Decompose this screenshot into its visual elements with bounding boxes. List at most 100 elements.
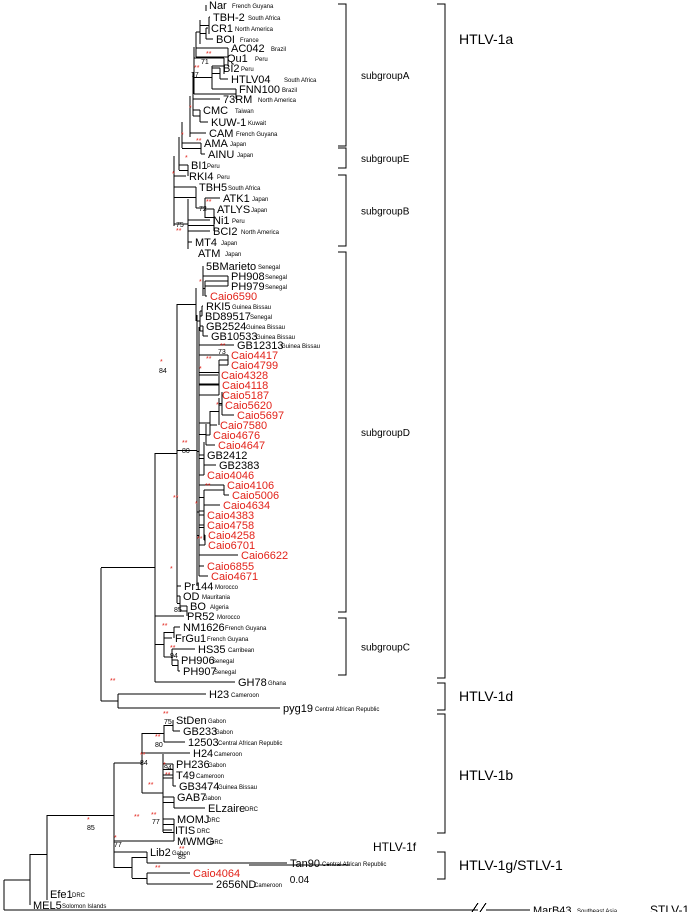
leaf-name: Caio4417 <box>231 350 278 362</box>
bootstrap-value: 84 <box>140 760 148 767</box>
leaf-name: HS35 <box>198 644 226 656</box>
support-asterisks: ** <box>196 138 202 145</box>
leaf-location: Taiwan <box>235 109 254 115</box>
leaf-location: Cameroon <box>254 883 282 889</box>
leaf-name: MEL5 <box>33 900 62 912</box>
bracket-line <box>338 251 347 613</box>
leaf-location: Gabon <box>203 796 221 802</box>
leaf-name: Caio4046 <box>207 470 254 482</box>
leaf-location: Cameroon <box>196 774 224 780</box>
leaf-name: Caio4634 <box>223 500 270 512</box>
leaf-name: TBH5 <box>199 182 227 194</box>
leaf-location: Central African Republic <box>315 707 379 713</box>
group-bracket-htlv-1d: HTLV-1d <box>437 682 513 711</box>
leaf-location: Carribean <box>228 648 254 654</box>
leaf-caio6855: Caio6855 <box>207 561 254 573</box>
support-asterisks: ** <box>170 645 176 652</box>
support-asterisks: * <box>189 105 192 112</box>
leaf-name: MT4 <box>195 237 217 249</box>
scale-bar-label: 0.04 <box>290 875 310 886</box>
leaf-name: Lib2 <box>150 847 171 859</box>
leaf-name: NM1626 <box>183 622 225 634</box>
support-asterisks: ** <box>206 51 212 58</box>
leaf-location: Central African Republic <box>322 862 386 868</box>
leaf-name: BI2 <box>223 63 240 75</box>
leaf-location: Brazil <box>271 47 286 53</box>
leaf-name: PH906 <box>181 655 215 667</box>
leaf-location: Japan <box>230 142 246 148</box>
leaf-name: Caio4064 <box>193 868 240 880</box>
leaf-name: GB12313 <box>237 340 283 352</box>
bracket-label: HTLV-1a <box>459 31 513 47</box>
support-asterisks: ** <box>148 782 154 789</box>
bootstrap-value: 80 <box>155 742 163 749</box>
leaf-location: Guinea Bissau <box>232 305 271 311</box>
support-asterisks: ** <box>140 752 146 759</box>
leaf-name: BD89517 <box>205 311 251 323</box>
leaf-caio4383: Caio4383 <box>207 510 254 522</box>
leaf-location: French Guyana <box>207 637 249 643</box>
leaf-name: PH236 <box>176 759 210 771</box>
leaf-name: Caio4799 <box>231 360 278 372</box>
leaf-caio4328: Caio4328 <box>221 370 268 382</box>
leaf-name: BCI2 <box>213 226 237 238</box>
leaf-name: Caio4676 <box>213 430 260 442</box>
leaf-name: Nar <box>209 0 227 12</box>
group-bracket-htlv-1a: HTLV-1a <box>437 3 513 679</box>
leaf-name: AINU <box>208 149 234 161</box>
leaf-name: Qu1 <box>227 53 248 65</box>
support-asterisks: * <box>195 501 198 508</box>
leaf-location: Cameroon <box>214 752 242 758</box>
leaf-name: pyg19 <box>283 703 313 715</box>
bracket-label: subgroupE <box>361 154 410 165</box>
leaf-name: HTLV04 <box>231 74 271 86</box>
leaf-name: T49 <box>176 770 195 782</box>
leaf-name: PH907 <box>183 666 217 678</box>
subgroup-bracket-subgroupb: subgroupB <box>338 174 410 247</box>
leaf-caio4671: Caio4671 <box>211 571 258 583</box>
leaf-name: Tan90 <box>290 858 320 870</box>
bootstrap-value: 94 <box>164 765 172 772</box>
support-asterisks: ** <box>165 772 171 779</box>
bracket-line <box>437 713 446 834</box>
leaf-name: ELzaire <box>208 803 245 815</box>
leaf-name: Pr144 <box>184 581 213 593</box>
leaf-location: Guinea Bissau <box>281 344 320 350</box>
leaf-caio5006: Caio5006 <box>232 490 279 502</box>
leaf-name: Caio4383 <box>207 510 254 522</box>
leaf-location: Peru <box>232 219 245 225</box>
leaf-location: Central African Republic <box>218 741 282 747</box>
leaf-location: Kuwait <box>248 121 266 127</box>
leaf-name: MOMJ <box>177 814 209 826</box>
leaf-gb2383: GB2383 <box>219 460 259 472</box>
leaf-name: Caio4328 <box>221 370 268 382</box>
leaf-name: Caio4758 <box>207 520 254 532</box>
leaf-location: DRC <box>210 840 224 846</box>
leaf-name: Efe1 <box>50 889 73 901</box>
leaf-name: ATLYS <box>217 204 250 216</box>
leaf-name: BOI <box>216 34 235 46</box>
clade-brackets: subgroupAsubgroupEsubgroupBsubgroupDsubg… <box>338 3 689 912</box>
leaf-location: North America <box>235 27 274 33</box>
support-asterisks: ** <box>197 536 203 543</box>
bootstrap-value: 80 <box>182 448 190 455</box>
support-asterisks: * <box>185 155 188 162</box>
bracket-line <box>338 147 347 169</box>
leaf-caio4647: Caio4647 <box>218 440 265 452</box>
subgroup-bracket-subgroupa: subgroupA <box>338 3 410 147</box>
leaf-location: French Guyana <box>225 626 267 632</box>
